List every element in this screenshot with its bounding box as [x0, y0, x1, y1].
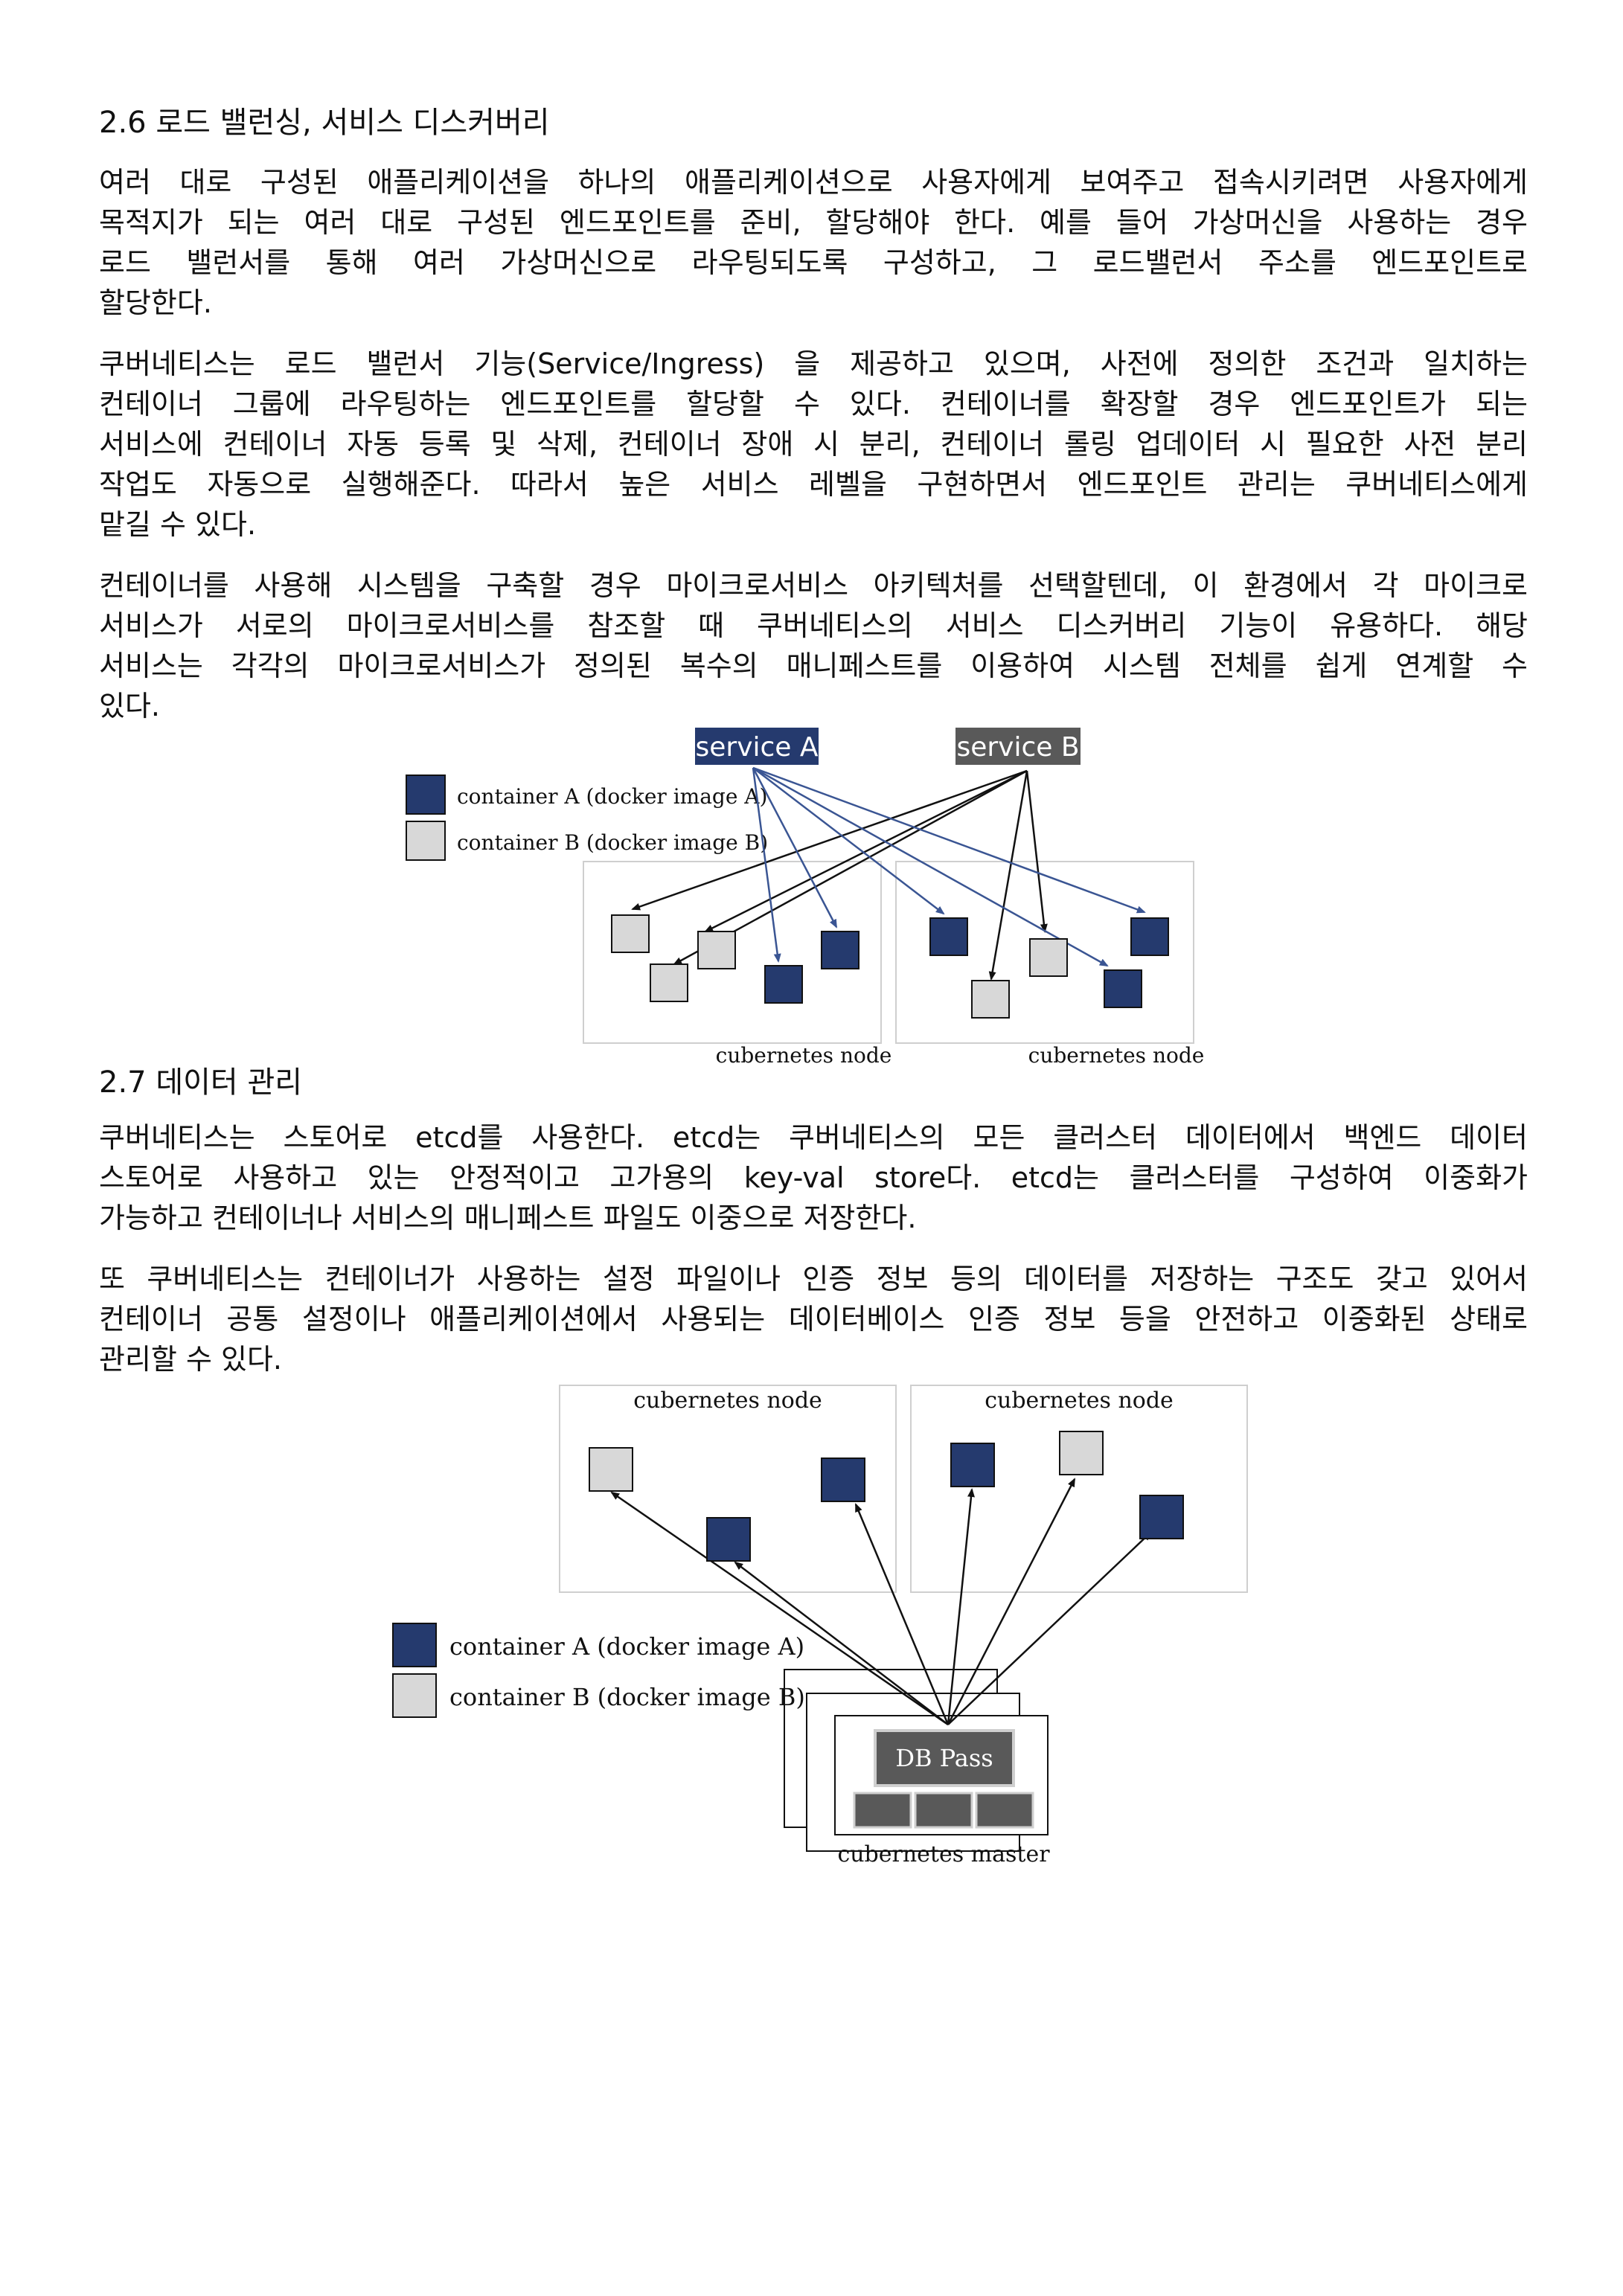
service-b-box	[955, 728, 1081, 765]
db-pass-label: DB Pass	[895, 1744, 993, 1772]
container-b	[1059, 1431, 1104, 1475]
text-line: 작업도 자동으로 실행해준다. 따라서 높은 서비스 레벨을 구현하면서 엔드포…	[99, 468, 1528, 501]
text-line: 가능하고 컨테이너나 서비스의 매니페스트 파일도 이중으로 저장한다.	[99, 1202, 917, 1234]
legend-label-container-a: container A (docker image A)	[449, 1632, 804, 1661]
text-line: 맡길 수 있다.	[99, 508, 257, 541]
text-line: 로드 밸런서를 통해 여러 가상머신으로 라우팅되도록 구성하고, 그 로드밸런…	[99, 246, 1528, 279]
text-line: 여러 대로 구성된 애플리케이션을 하나의 애플리케이션으로 사용자에게 보여주…	[99, 166, 1528, 199]
text-line: 또 쿠버네티스는 컨테이너가 사용하는 설정 파일이나 인증 정보 등의 데이터…	[99, 1263, 1528, 1295]
node-label-1: cubernetes node	[633, 1388, 822, 1414]
text-line: 있다.	[99, 690, 160, 722]
container-b	[1029, 938, 1068, 977]
node-box-1	[583, 861, 882, 1044]
container-a	[706, 1517, 751, 1562]
legend-swatch-container-b	[406, 821, 446, 861]
master-slot	[975, 1792, 1034, 1829]
service-a-box	[695, 728, 819, 765]
node-box-2	[895, 861, 1194, 1044]
text-line: 서비스가 서로의 마이크로서비스를 참조할 때 쿠버네티스의 서비스 디스커버리…	[99, 609, 1528, 642]
container-a	[764, 965, 803, 1004]
container-a	[950, 1443, 995, 1487]
db-pass-box	[874, 1729, 1015, 1787]
node-label-2: cubernetes node	[1028, 1043, 1205, 1068]
master-label: cubernetes master	[837, 1841, 1050, 1867]
container-b	[650, 963, 688, 1002]
service-a-arrows	[752, 766, 1146, 967]
text-line: 관리할 수 있다.	[99, 1343, 282, 1376]
node-box-1	[559, 1385, 897, 1593]
node-box-2	[910, 1385, 1248, 1593]
master-slot	[914, 1792, 973, 1829]
paragraph-2-6-2: 쿠버네티스는 로드 밸런서 기능(Service/Ingress) 을 제공하고…	[99, 344, 1528, 545]
node-label-2: cubernetes node	[985, 1388, 1174, 1414]
paragraph-2-7-1: 쿠버네티스는 스토어로 etcd를 사용한다. etcd는 쿠버네티스의 모든 …	[99, 1117, 1528, 1238]
section-heading-2-7: 2.7 데이터 관리	[99, 1065, 303, 1100]
container-a	[929, 917, 968, 956]
container-b	[697, 931, 736, 969]
service-b-arrows	[631, 769, 1048, 981]
legend-label-container-b: container B (docker image B)	[449, 1683, 805, 1711]
paragraph-2-7-2: 또 쿠버네티스는 컨테이너가 사용하는 설정 파일이나 인증 정보 등의 데이터…	[99, 1259, 1528, 1379]
container-a	[821, 931, 859, 969]
service-b-label: service B	[956, 732, 1079, 763]
container-b	[611, 914, 650, 953]
container-a	[1139, 1495, 1184, 1539]
text-line: 컨테이너를 사용해 시스템을 구축할 경우 마이크로서비스 아키텍처를 선택할텐…	[99, 569, 1528, 602]
service-a-label: service A	[695, 732, 818, 763]
text-line: 목적지가 되는 여러 대로 구성된 엔드포인트를 준비, 할당해야 한다. 예를…	[99, 206, 1528, 239]
text-line: 쿠버네티스는 스토어로 etcd를 사용한다. etcd는 쿠버네티스의 모든 …	[99, 1121, 1528, 1154]
text-line: 스토어로 사용하고 있는 안정적이고 고가용의 key-val store다. …	[99, 1161, 1528, 1194]
legend-swatch-container-b	[392, 1673, 437, 1718]
text-line: 컨테이너 공통 설정이나 애플리케이션에서 사용되는 데이터베이스 인증 정보 …	[99, 1303, 1528, 1335]
legend-label-container-a: container A (docker image A)	[457, 784, 767, 809]
legend-swatch-container-a	[392, 1623, 437, 1667]
legend-label-container-b: container B (docker image B)	[457, 830, 768, 855]
section-heading-2-6: 2.6 로드 밸런싱, 서비스 디스커버리	[99, 106, 550, 140]
text-line: 서비스는 각각의 마이크로서비스가 정의된 복수의 매니페스트를 이용하여 시스…	[99, 650, 1528, 682]
master-slot	[853, 1792, 912, 1829]
container-b	[589, 1447, 633, 1492]
container-a	[1104, 969, 1142, 1008]
paragraph-2-6-1: 여러 대로 구성된 애플리케이션을 하나의 애플리케이션으로 사용자에게 보여주…	[99, 162, 1528, 323]
container-b	[971, 980, 1010, 1019]
paragraph-2-6-3: 컨테이너를 사용해 시스템을 구축할 경우 마이크로서비스 아키텍처를 선택할텐…	[99, 565, 1528, 726]
text-line: 컨테이너 그룹에 라우팅하는 엔드포인트를 할당할 수 있다. 컨테이너를 확장…	[99, 388, 1528, 420]
container-a	[821, 1458, 865, 1502]
container-a	[1130, 917, 1169, 956]
text-line: 할당한다.	[99, 286, 212, 319]
master-arrows	[610, 1478, 1152, 1726]
node-label-1: cubernetes node	[716, 1043, 892, 1068]
legend-swatch-container-a	[406, 775, 446, 815]
text-line: 쿠버네티스는 로드 밸런서 기능(Service/Ingress) 을 제공하고…	[99, 347, 1528, 380]
text-line: 서비스에 컨테이너 자동 등록 및 삭제, 컨테이너 장애 시 분리, 컨테이너…	[99, 428, 1528, 461]
